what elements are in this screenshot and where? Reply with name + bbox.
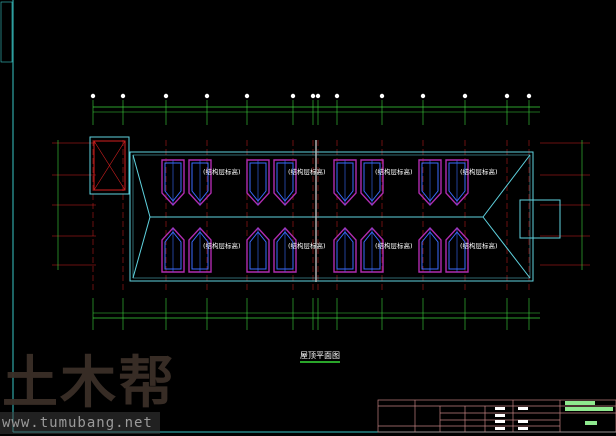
axis-bubble	[90, 93, 96, 99]
level-label: (结构层标高)	[375, 167, 413, 176]
unit-inner	[448, 162, 466, 202]
axis-grid	[52, 93, 590, 330]
unit-outline	[273, 159, 297, 207]
skylight-unit	[445, 159, 469, 207]
skylight-unit	[360, 226, 384, 273]
unit-outline	[333, 159, 357, 207]
axis-bubble	[244, 93, 250, 99]
level-label: (结构层标高)	[203, 241, 241, 250]
level-label: (结构层标高)	[460, 167, 498, 176]
skylight-units	[161, 159, 469, 273]
axis-bubble	[462, 93, 468, 99]
right-stair-box	[519, 199, 561, 239]
unit-inner	[363, 162, 381, 202]
skylight-unit	[418, 159, 442, 207]
skylight-unit	[418, 226, 442, 273]
unit-outline	[418, 159, 442, 207]
unit-inner	[276, 162, 294, 202]
axis-bubble	[504, 93, 510, 99]
skylight-unit	[161, 159, 185, 207]
axis-bubble	[420, 93, 426, 99]
level-label: (结构层标高)	[288, 167, 326, 176]
unit-outline	[161, 159, 185, 207]
skylight-unit	[333, 226, 357, 273]
axis-bubble	[526, 93, 532, 99]
skylight-unit	[161, 226, 185, 273]
unit-inner	[421, 162, 439, 202]
watermark-url: www.tumubang.net	[0, 412, 160, 434]
unit-outline	[445, 159, 469, 207]
skylight-unit	[188, 226, 212, 273]
axis-bubble	[315, 93, 321, 99]
unit-inner	[336, 162, 354, 202]
level-label: (结构层标高)	[203, 167, 241, 176]
axis-bubble	[204, 93, 210, 99]
skylight-unit	[333, 159, 357, 207]
axis-bubble	[290, 93, 296, 99]
skylight-unit	[246, 226, 270, 273]
level-label: (结构层标高)	[288, 241, 326, 250]
unit-inner	[164, 162, 182, 202]
stairwell	[89, 136, 130, 195]
axis-bubble	[120, 93, 126, 99]
unit-inner	[191, 162, 209, 202]
unit-outline	[246, 159, 270, 207]
binding-strip	[0, 1, 13, 63]
skylight-unit	[246, 159, 270, 207]
skylight-unit	[273, 226, 297, 273]
level-labels: (结构层标高) (结构层标高) (结构层标高) (结构层标高) (结构层标高) (结构层标…	[203, 167, 498, 250]
unit-outline	[360, 159, 384, 207]
skylight-unit	[445, 226, 469, 273]
skylight-unit	[360, 159, 384, 207]
level-label: (结构层标高)	[460, 241, 498, 250]
level-label: (结构层标高)	[375, 241, 413, 250]
axis-bubble	[310, 93, 316, 99]
watermark-logo: 土木帮	[2, 351, 176, 416]
unit-inner	[249, 162, 267, 202]
roof-outline	[129, 140, 534, 282]
drawing-title: 屋顶平面图	[300, 351, 340, 363]
axis-bubble	[163, 93, 169, 99]
skylight-unit	[273, 159, 297, 207]
skylight-unit	[188, 159, 212, 207]
unit-outline	[188, 159, 212, 207]
axis-bubble	[334, 93, 340, 99]
title-block-marks	[495, 401, 613, 430]
axis-bubble	[379, 93, 385, 99]
